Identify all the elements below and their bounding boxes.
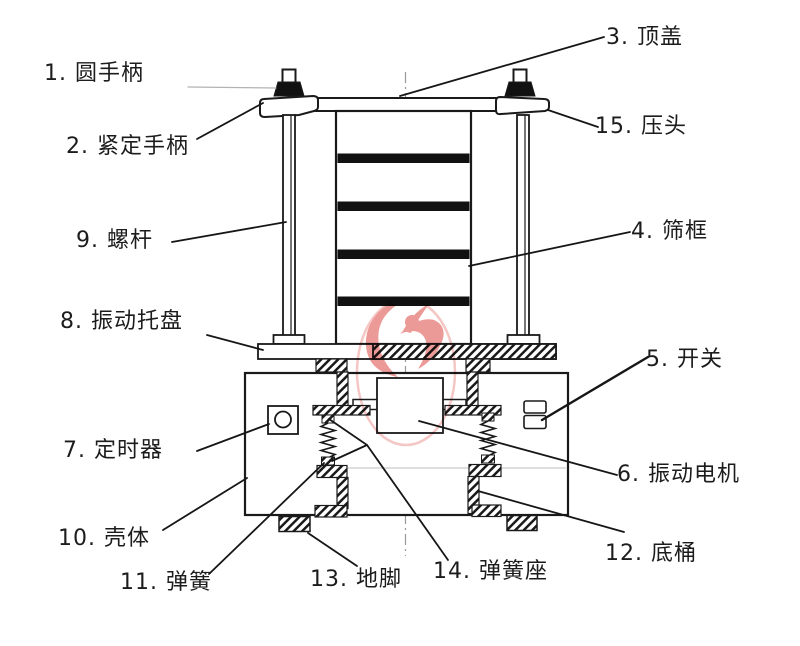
part-label-10: 10. 壳体 bbox=[58, 526, 150, 551]
part-label-15: 15. 压头 bbox=[595, 114, 687, 139]
vibration-tray bbox=[257, 343, 557, 360]
round-handle-left-stem bbox=[281, 68, 297, 84]
leader-bottom-barrel bbox=[477, 490, 625, 533]
top-cover bbox=[312, 97, 498, 112]
part-label-5: 5. 开关 bbox=[646, 347, 723, 372]
leader-vibration-tray bbox=[206, 334, 264, 351]
leader-screw-rod bbox=[171, 221, 287, 243]
leader-sieve-frame bbox=[468, 231, 631, 267]
part-label-11: 11. 弹簧 bbox=[120, 570, 212, 595]
switch bbox=[523, 400, 547, 430]
part-label-12: 12. 底桶 bbox=[605, 541, 697, 566]
foot-right bbox=[506, 514, 538, 532]
bottom-bracket-right bbox=[467, 475, 502, 518]
leader-vibration-motor bbox=[418, 420, 618, 476]
mount-stub-right bbox=[465, 358, 491, 373]
screw-rod-right bbox=[506, 114, 541, 345]
leader-tightening-handle bbox=[196, 102, 264, 140]
leader-spring-seat-branch bbox=[331, 444, 368, 462]
part-label-14: 14. 弹簧座 bbox=[433, 559, 548, 584]
leader-press-head bbox=[547, 109, 599, 128]
sieve-frame-stack bbox=[334, 109, 473, 346]
round-handle-right bbox=[504, 81, 536, 97]
spring-top-plate-right bbox=[444, 404, 502, 416]
spring-right bbox=[468, 412, 502, 478]
part-label-9: 9. 螺杆 bbox=[76, 228, 153, 253]
mount-column-left bbox=[336, 371, 349, 407]
leader-shell bbox=[162, 477, 248, 531]
leader-lines bbox=[162, 36, 650, 575]
part-label-7: 7. 定时器 bbox=[63, 438, 163, 463]
foot-left bbox=[278, 515, 311, 533]
leader-top-cover bbox=[399, 36, 605, 97]
mount-column-right bbox=[466, 371, 479, 407]
screw-rod-left bbox=[272, 114, 306, 345]
bottom-bracket-left bbox=[314, 476, 349, 518]
leader-foot bbox=[307, 532, 358, 567]
timer bbox=[267, 405, 299, 435]
part-label-1: 1. 圆手柄 bbox=[44, 61, 144, 86]
part-label-6: 6. 振动电机 bbox=[617, 462, 740, 487]
leader-round-handle bbox=[187, 86, 277, 89]
spring-top-plate-left bbox=[312, 404, 371, 416]
leader-spring bbox=[208, 462, 325, 575]
leader-timer bbox=[196, 423, 270, 452]
part-label-4: 4. 筛框 bbox=[631, 219, 708, 244]
part-label-2: 2. 紧定手柄 bbox=[66, 134, 189, 159]
part-label-3: 3. 顶盖 bbox=[606, 25, 683, 50]
round-handle-left bbox=[273, 81, 305, 97]
watermark-logo bbox=[355, 297, 457, 447]
round-handle-right-stem bbox=[512, 68, 528, 84]
part-label-13: 13. 地脚 bbox=[310, 567, 402, 592]
spring-left bbox=[316, 414, 348, 479]
mount-stub-left bbox=[315, 358, 348, 373]
leader-switch bbox=[540, 355, 650, 422]
press-head-right bbox=[495, 95, 550, 116]
press-head-left bbox=[259, 94, 319, 119]
part-label-8: 8. 振动托盘 bbox=[60, 309, 183, 334]
